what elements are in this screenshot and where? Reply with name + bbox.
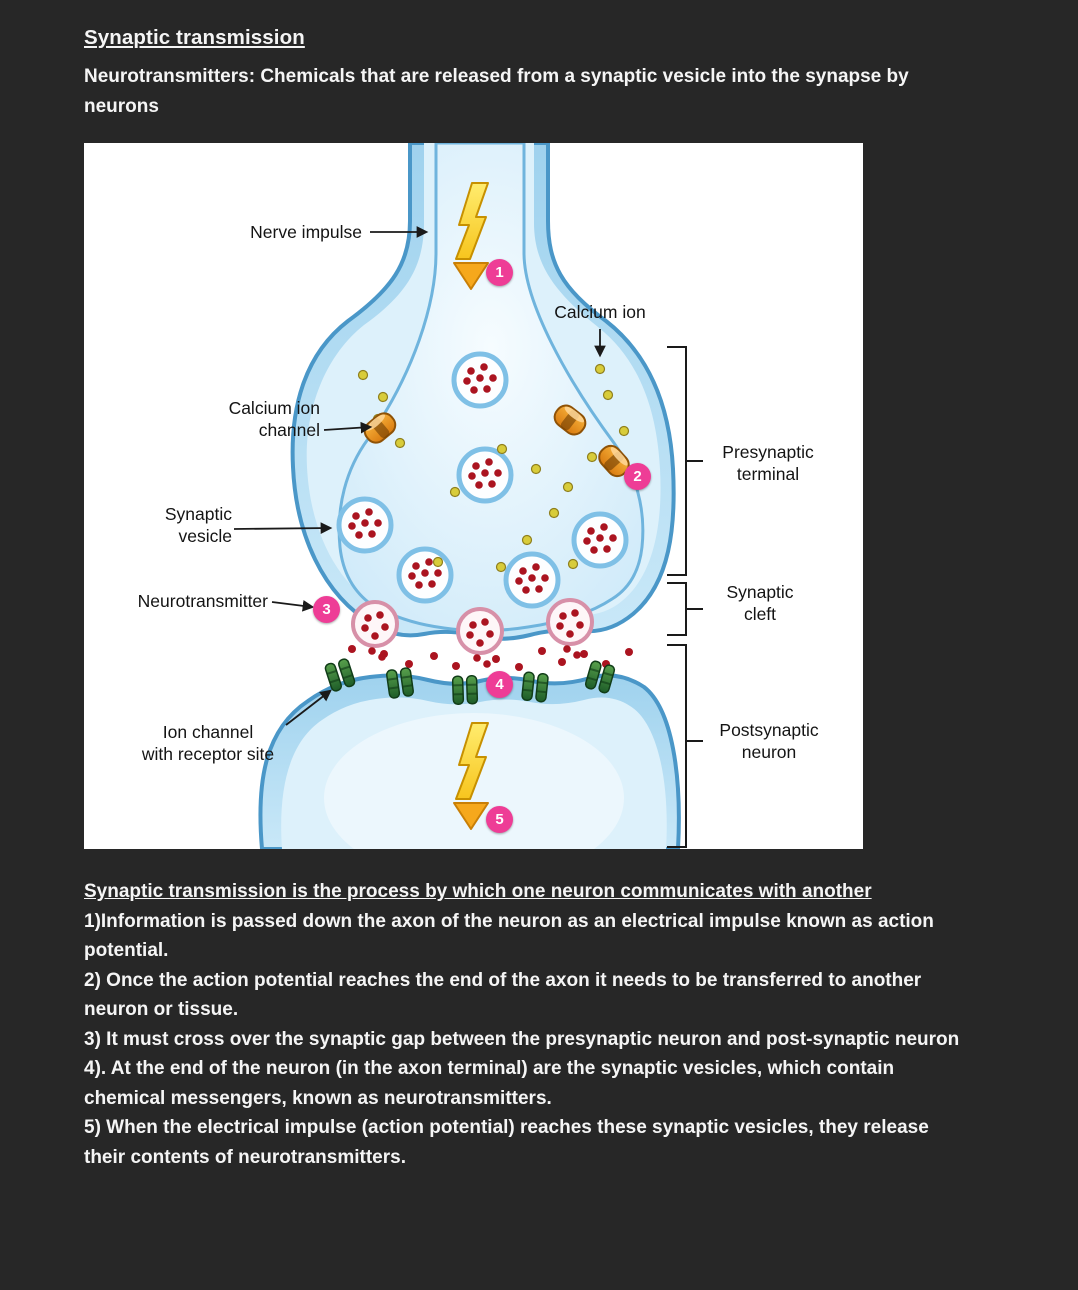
step-badge-5: 5 [486, 806, 513, 833]
bracket-synaptic-cleft [667, 582, 703, 636]
leader-lines [233, 226, 606, 726]
document-page: Synaptic transmission Neurotransmitters:… [84, 26, 960, 1168]
point-1: 1)Information is passed down the axon of… [84, 910, 934, 962]
intro-text: Neurotransmitters: Chemicals that are re… [84, 66, 909, 117]
point-2: 2) Once the action potential reaches the… [84, 969, 922, 1021]
synaptic-vesicle [574, 514, 626, 566]
label-synaptic-cleft: Synaptic cleft [726, 582, 794, 625]
step-badge-3: 3 [313, 596, 340, 623]
ion-channel-pointer [285, 689, 332, 726]
step-badge-1: 1 [486, 259, 513, 286]
calcium-channel-pointer [323, 421, 373, 434]
step-badge-4: 4 [486, 671, 513, 698]
synaptic-vesicle [339, 499, 391, 551]
neurotransmitter-dots [348, 645, 633, 671]
label-calcium-ion: Calcium ion [554, 302, 646, 322]
synapse-diagram-image[interactable]: Nerve impulse Calcium ion Calcium ion ch… [84, 143, 863, 849]
docked-vesicle [546, 598, 594, 661]
label-presynaptic-terminal: Presynaptic terminal [722, 442, 814, 485]
bracket-postsynaptic [667, 644, 703, 848]
label-neurotransmitter: Neurotransmitter [137, 591, 268, 611]
synaptic-vesicle [459, 449, 511, 501]
point-4: 4). At the end of the neuron (in the axo… [84, 1058, 895, 1109]
bracket-presynaptic [667, 346, 703, 576]
neurotransmitter-pointer [271, 600, 315, 612]
synaptic-vesicle [399, 549, 451, 601]
synaptic-vesicle-pointer [233, 522, 333, 534]
step-badge-2: 2 [624, 463, 651, 490]
section-heading: Synaptic transmission is the process by … [84, 881, 872, 902]
label-synaptic-vesicle: Synaptic vesicle [164, 504, 232, 547]
label-ion-channel: Ion channel with receptor site [141, 722, 275, 765]
synaptic-vesicle [506, 554, 558, 606]
point-5: 5) When the electrical impulse (action p… [84, 1117, 929, 1168]
synaptic-vesicle [454, 354, 506, 406]
synapse-illustration [233, 143, 703, 849]
point-3: 3) It must cross over the synaptic gap b… [84, 1028, 960, 1050]
label-nerve-impulse: Nerve impulse [250, 222, 362, 242]
page-title: Synaptic transmission [84, 26, 305, 49]
docked-vesicle [351, 600, 399, 663]
label-postsynaptic-neuron: Postsynaptic neuron [719, 720, 819, 763]
label-calcium-ion-channel: Calcium ion channel [228, 398, 320, 441]
